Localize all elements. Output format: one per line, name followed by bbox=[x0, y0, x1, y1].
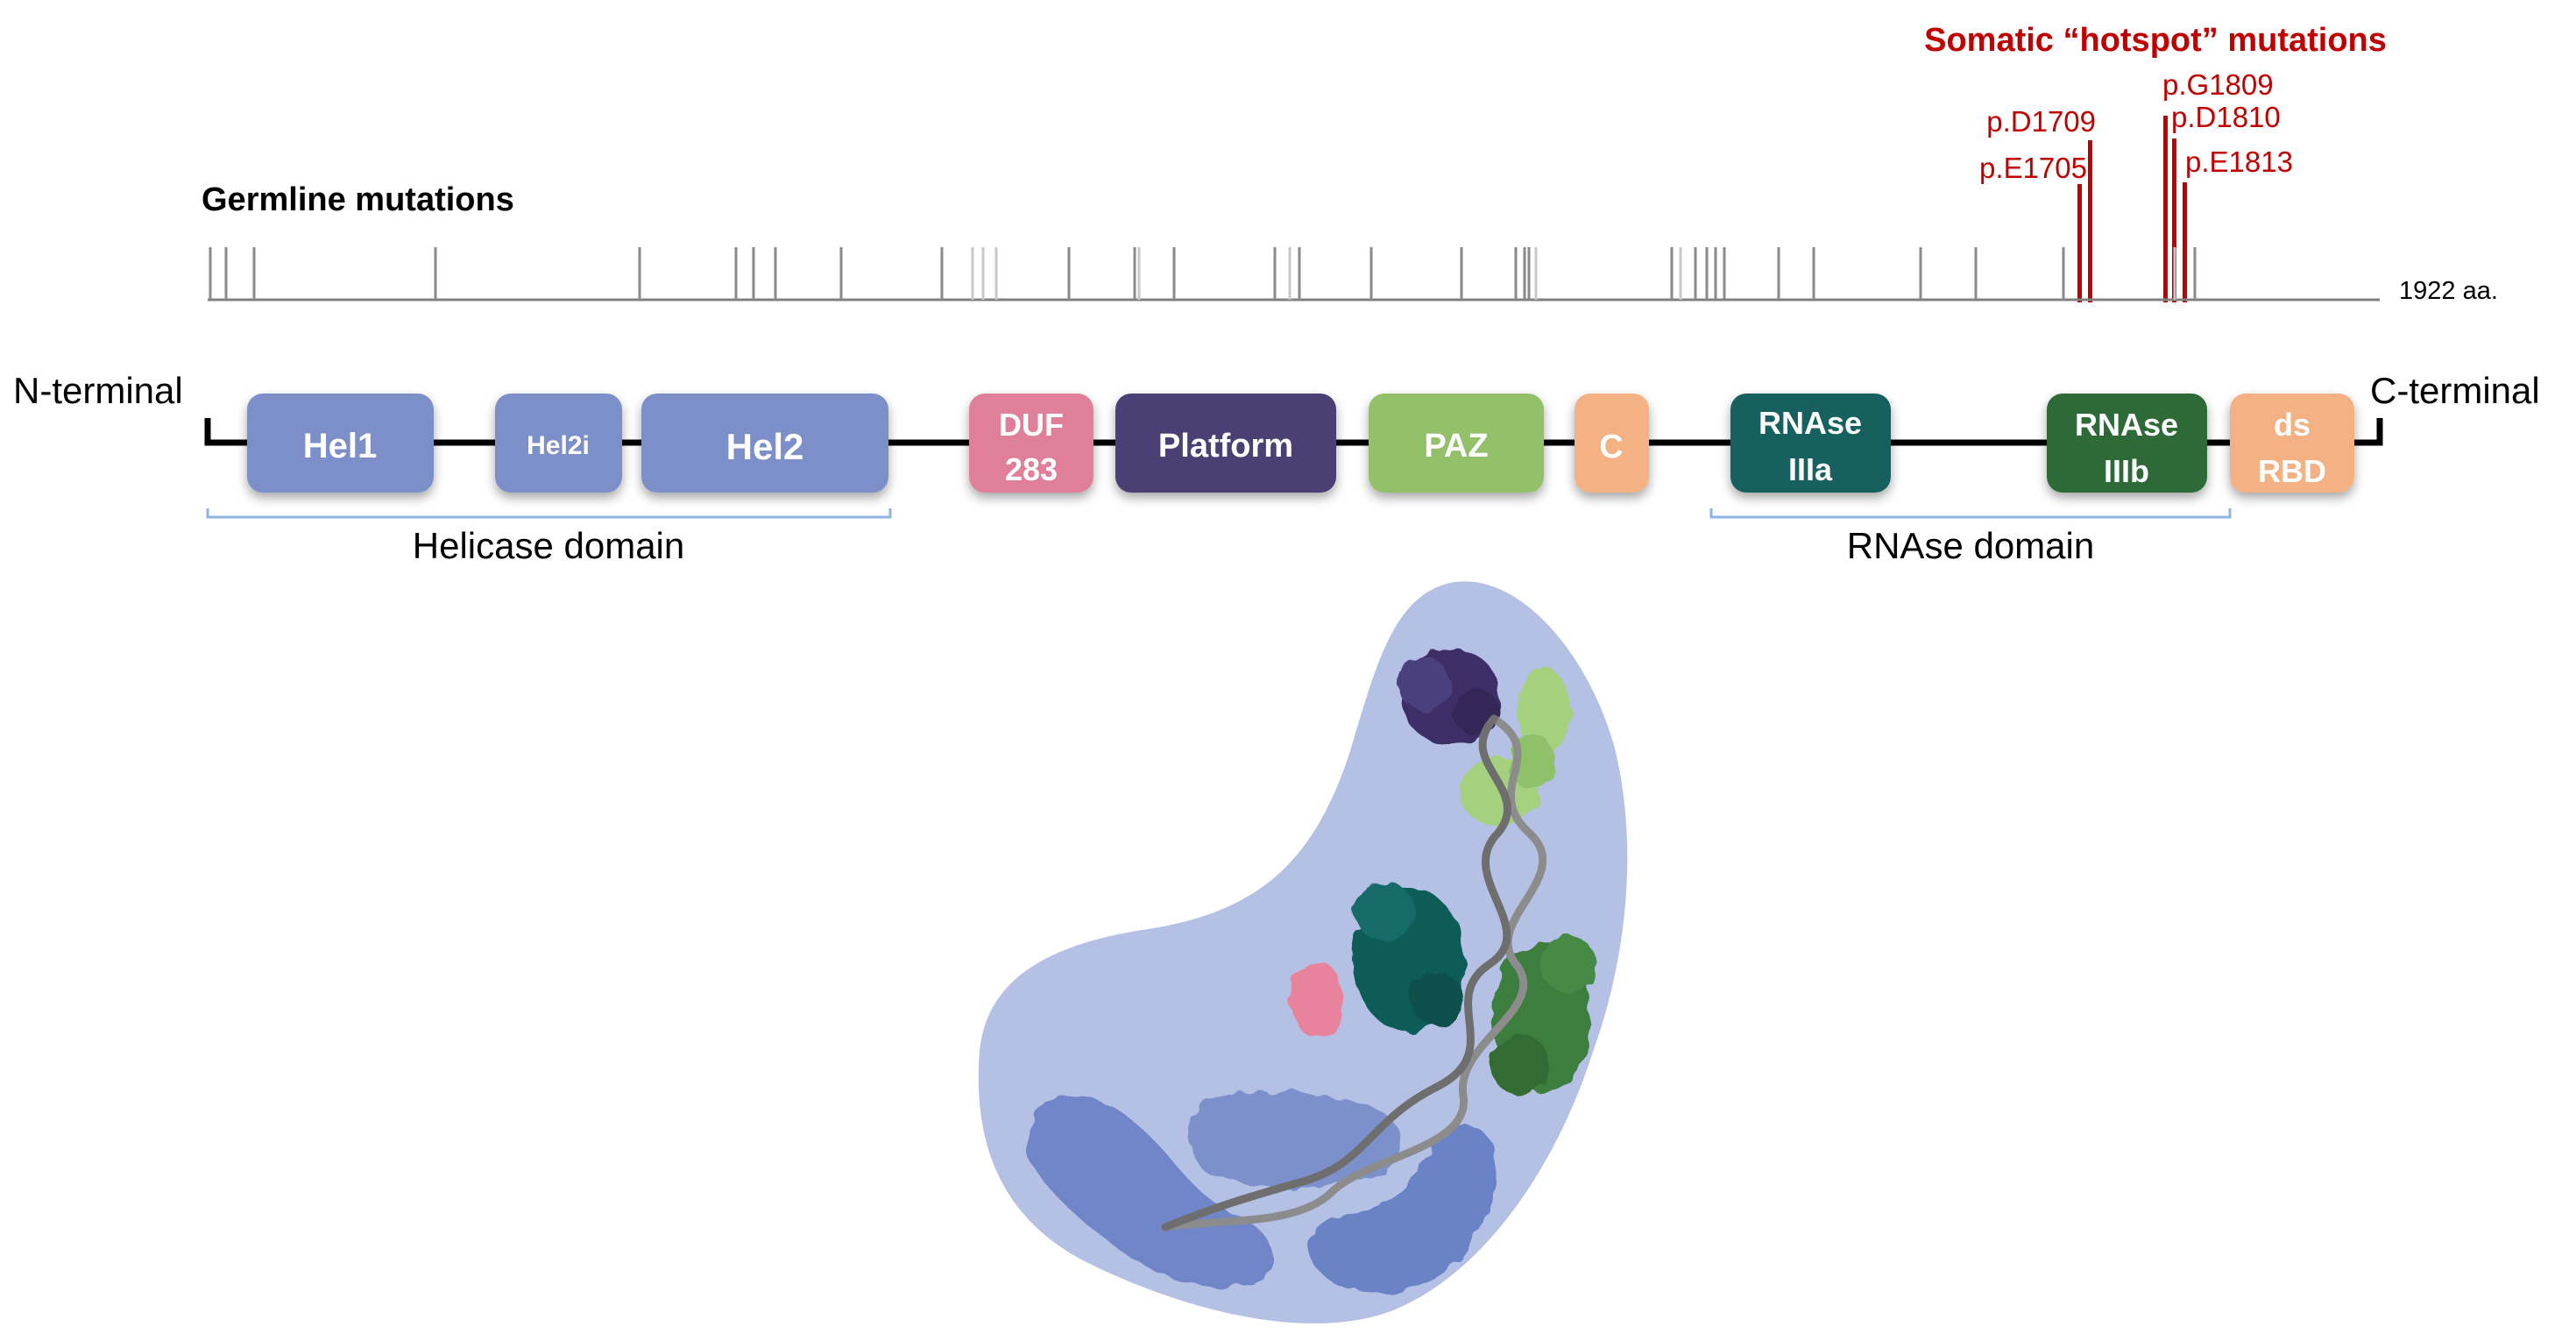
rnase-domain-label: RNAse domain bbox=[1847, 525, 2094, 566]
rnase-bracket bbox=[1709, 508, 2232, 519]
somatic-label-e1705: p.E1705 bbox=[1979, 152, 2087, 184]
somatic-label-d1810: p.D1810 bbox=[2171, 101, 2281, 133]
domain-duf283: DUF 283 bbox=[969, 394, 1093, 493]
germline-length-label: 1922 aa. bbox=[2399, 277, 2498, 305]
domain-duf283-line2: 283 bbox=[1005, 451, 1058, 487]
somatic-bar-g1809 bbox=[2163, 116, 2168, 302]
domain-duf283-line1: DUF bbox=[999, 407, 1064, 443]
domain-dsrbd-line1: ds bbox=[2274, 407, 2311, 443]
germline-title: Germline mutations bbox=[202, 181, 514, 218]
domain-boxes: Hel1 Hel2i Hel2 DUF 283 Platform PAZ C bbox=[247, 394, 2354, 493]
duf283-subunit bbox=[1291, 961, 1343, 1038]
germline-track: Germline mutations 1922 aa. bbox=[202, 181, 2498, 305]
domain-dsrbd-line2: RBD bbox=[2258, 453, 2326, 489]
domain-hel2: Hel2 bbox=[641, 394, 888, 493]
domain-platform-label: Platform bbox=[1158, 428, 1293, 465]
somatic-label-e1813: p.E1813 bbox=[2185, 145, 2293, 178]
domain-hel2-label: Hel2 bbox=[726, 426, 804, 467]
domain-paz-label: PAZ bbox=[1424, 428, 1488, 465]
dicer-structure-illustration bbox=[978, 581, 1628, 1323]
helicase-domain-label: Helicase domain bbox=[413, 525, 685, 566]
somatic-mutations: Somatic “hotspot” mutations p.D1709 p.E1… bbox=[1924, 22, 2387, 302]
domain-rnase-iiia-line1: RNAse bbox=[1759, 405, 1862, 441]
somatic-label-g1809: p.G1809 bbox=[2162, 68, 2274, 101]
domain-rnase-iiib-line1: RNAse bbox=[2075, 407, 2178, 443]
rnase-iiib-subunit bbox=[1490, 936, 1596, 1095]
domain-rnase-iiia-line2: IIIa bbox=[1788, 451, 1833, 487]
domain-rnase-iiib-line2: IIIb bbox=[2104, 453, 2149, 489]
somatic-label-d1709: p.D1709 bbox=[1986, 105, 2096, 138]
n-terminal-label: N-terminal bbox=[13, 370, 183, 411]
domain-platform: Platform bbox=[1115, 394, 1336, 493]
domain-rnase-iiia: RNAse IIIa bbox=[1730, 394, 1891, 493]
domain-hel2i: Hel2i bbox=[495, 394, 622, 493]
domain-hel1-label: Hel1 bbox=[303, 427, 378, 465]
rna-helix bbox=[1161, 714, 1547, 1231]
rnase-iiia-subunit bbox=[1353, 882, 1465, 1032]
somatic-bar-d1709 bbox=[2088, 140, 2092, 302]
domain-rnase-iiib: RNAse IIIb bbox=[2047, 394, 2207, 493]
domain-paz: PAZ bbox=[1369, 394, 1544, 493]
domain-c: C bbox=[1575, 394, 1649, 493]
paz-subunit bbox=[1460, 668, 1570, 827]
domain-dsrbd: ds RBD bbox=[2230, 394, 2354, 493]
somatic-bar-e1705 bbox=[2077, 184, 2082, 302]
somatic-bar-d1810 bbox=[2172, 138, 2176, 302]
germline-ticks bbox=[209, 247, 2197, 300]
domain-groups: Helicase domain RNAse domain bbox=[206, 508, 2232, 566]
somatic-title: Somatic “hotspot” mutations bbox=[1924, 22, 2387, 59]
somatic-bar-e1813 bbox=[2183, 182, 2187, 302]
c-terminal-label: C-terminal bbox=[2370, 370, 2540, 411]
domain-hel2i-label: Hel2i bbox=[527, 431, 590, 460]
helicase-bracket bbox=[206, 508, 892, 519]
domain-c-label: C bbox=[1599, 429, 1623, 465]
domain-hel1: Hel1 bbox=[247, 394, 434, 493]
